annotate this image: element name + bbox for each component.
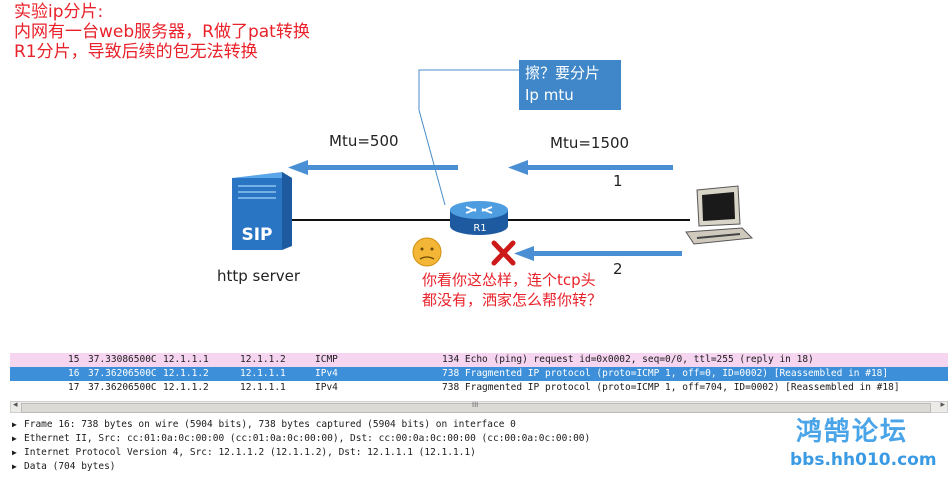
expand-icon[interactable]: ▶ bbox=[12, 434, 17, 443]
scrollbar-thumb[interactable]: III bbox=[21, 401, 931, 413]
callout-line: Ip mtu =500 bbox=[525, 86, 574, 126]
watermark-url: bbs.hh010.com bbox=[790, 450, 937, 470]
server-icon: SIP bbox=[232, 172, 292, 250]
scroll-right-icon[interactable]: ▸ bbox=[940, 400, 945, 410]
packet-row[interactable]: 15 37.33086500C 12.1.1.1 12.1.1.2 ICMP 1… bbox=[10, 353, 948, 367]
packet-no: 16 bbox=[68, 368, 80, 379]
mtu-left-label: Mtu=500 bbox=[329, 132, 399, 150]
detail-row-ethernet[interactable]: ▶ Ethernet II, Src: cc:01:0a:0c:00:00 (cc… bbox=[10, 432, 948, 446]
server-label: http server bbox=[217, 267, 301, 285]
packet-proto: ICMP bbox=[315, 354, 338, 365]
left-arrow-top bbox=[288, 160, 458, 175]
title-line: R1分片，导致后续的包无法转换 bbox=[14, 42, 258, 62]
packet-dst: 12.1.1.1 bbox=[240, 382, 286, 393]
pc-icon bbox=[685, 185, 754, 245]
expand-icon[interactable]: ▶ bbox=[12, 448, 17, 457]
packet-proto: IPv4 bbox=[315, 368, 338, 379]
detail-text: Ethernet II, Src: cc:01:0a:0c:00:00 (cc:… bbox=[24, 433, 591, 444]
packet-src: 12.1.1.2 bbox=[163, 382, 209, 393]
detail-row-data[interactable]: ▶ Data (704 bytes) bbox=[10, 460, 948, 474]
callout-line: 擦？要分片 bbox=[525, 64, 601, 82]
server-logo: SIP bbox=[241, 225, 272, 245]
detail-row-frame[interactable]: ▶ Frame 16: 738 bytes on wire (5904 bits)… bbox=[10, 418, 948, 432]
detail-text: Internet Protocol Version 4, Src: 12.1.1… bbox=[24, 447, 476, 458]
packet-details: ▶ Frame 16: 738 bytes on wire (5904 bits)… bbox=[10, 418, 948, 474]
network-diagram: SIP R1 bbox=[232, 69, 754, 267]
packet-row[interactable]: 17 37.36206500C 12.1.1.2 12.1.1.1 IPv4 7… bbox=[10, 381, 948, 395]
horizontal-scrollbar[interactable]: ◂ III ▸ bbox=[10, 400, 948, 413]
packet-info: 738 Fragmented IP protocol (proto=ICMP 1… bbox=[442, 368, 889, 379]
router-label: R1 bbox=[473, 223, 486, 234]
packet-time: 37.36206500C bbox=[88, 368, 157, 379]
title-line: 内网有一台web服务器，R做了pat转换 bbox=[14, 22, 310, 42]
red-note-line: 都没有，洒家怎么帮你转？ bbox=[422, 291, 603, 309]
watermark-logo: 鸿鹄论坛 bbox=[796, 417, 909, 447]
title-block: 实验ip分片: 内网有一台web服务器，R做了pat转换 R1分片，导致后续的包… bbox=[14, 2, 310, 62]
packet-src: 12.1.1.1 bbox=[163, 354, 209, 365]
scroll-left-icon[interactable]: ◂ bbox=[13, 400, 18, 410]
red-note-line: 你看你这怂样，连个tcp头 bbox=[422, 271, 596, 289]
blocked-x-icon bbox=[491, 240, 516, 266]
packet-time: 37.33086500C bbox=[88, 354, 157, 365]
packet-no: 15 bbox=[68, 354, 80, 365]
packet-row-selected[interactable]: 16 37.36206500C 12.1.1.2 12.1.1.1 IPv4 7… bbox=[10, 367, 948, 381]
packet-list: 15 37.33086500C 12.1.1.1 12.1.1.2 ICMP 1… bbox=[10, 353, 948, 395]
scroll-grip: III bbox=[472, 401, 479, 409]
mtu-right-label: Mtu=1500 bbox=[550, 134, 630, 152]
detail-text: Frame 16: 738 bytes on wire (5904 bits),… bbox=[24, 419, 516, 430]
sad-face-icon bbox=[412, 237, 442, 267]
title-line: 实验ip分片: bbox=[14, 2, 104, 22]
packet-src: 12.1.1.2 bbox=[163, 368, 209, 379]
packet-proto: IPv4 bbox=[315, 382, 338, 393]
packet-time: 37.36206500C bbox=[88, 382, 157, 393]
right-arrow-top bbox=[508, 160, 673, 175]
packet-info: 738 Fragmented IP protocol (proto=ICMP 1… bbox=[442, 382, 900, 393]
return-arrow bbox=[514, 246, 682, 261]
packet-no: 17 bbox=[68, 382, 80, 393]
packet-dst: 12.1.1.2 bbox=[240, 354, 286, 365]
router-icon: R1 bbox=[450, 201, 508, 235]
packet-dst: 12.1.1.1 bbox=[240, 368, 286, 379]
step-number-1: 1 bbox=[613, 172, 623, 190]
detail-row-ipv4[interactable]: ▶ Internet Protocol Version 4, Src: 12.1.… bbox=[10, 446, 948, 460]
red-note: 你看你这怂样，连个tcp头 都没有，洒家怎么帮你转？ bbox=[422, 270, 602, 310]
expand-icon[interactable]: ▶ bbox=[12, 420, 17, 429]
detail-text: Data (704 bytes) bbox=[24, 461, 116, 472]
callout-pointer bbox=[418, 69, 519, 206]
expand-icon[interactable]: ▶ bbox=[12, 462, 17, 471]
step-number-2: 2 bbox=[613, 260, 623, 278]
callout-box: 擦？要分片 Ip mtu =500 bbox=[519, 60, 621, 126]
packet-info: 134 Echo (ping) request id=0x0002, seq=0… bbox=[442, 354, 814, 365]
